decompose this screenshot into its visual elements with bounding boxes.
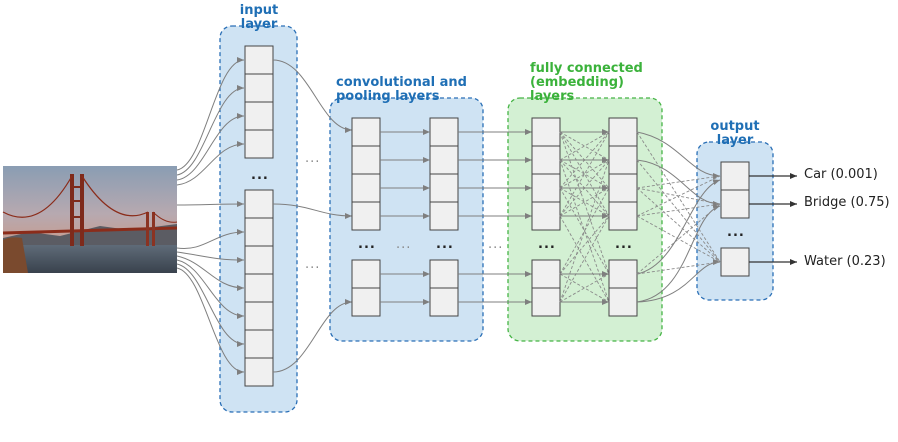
conv-layer-title-line1: convolutional and [336,75,467,90]
input-neurons [244,45,274,387]
fc-layer-title-line1: fully connected [530,61,643,76]
output-layer-title: output layer [706,120,764,148]
conv-to-fc-arrows [458,129,532,305]
fc-straight-arrows [560,129,609,305]
conv-to-pool-arrows [380,129,430,305]
input-ellipsis: ... [251,168,269,183]
gap-ellipsis-1: ... [305,151,321,166]
conv-layer-title-line2: pooling layers [336,89,440,104]
bridge-photo [2,166,178,273]
input-layer-title: input layer [236,4,282,32]
conv-ellipsis-1: ... [358,237,376,252]
fc-ellipsis-2: ... [615,237,633,252]
conv-ellipsis-2: ... [436,237,454,252]
fc-layer-title-line3: layers [530,89,575,104]
fc-layer-box [507,97,663,342]
output-label-bridge: Bridge (0.75) [804,195,890,210]
input-layer-title-line2: layer [240,17,278,32]
fc-to-output-dashed [636,131,721,275]
fc-ellipsis-1: ... [538,237,556,252]
fc-layer-title: fully connected (embedding) layers [530,62,650,104]
input-layer-title-line1: input [239,3,279,18]
output-layer-title-line1: output [710,119,760,134]
gap-ellipsis-4: ... [488,237,504,252]
conv-layer-title: convolutional and pooling layers [336,76,476,104]
output-ellipsis: ... [727,225,745,240]
gap-ellipsis-3: ... [396,237,412,252]
output-label-car: Car (0.001) [804,167,878,182]
output-neurons [720,161,750,277]
image-to-input-arrows [176,57,245,375]
output-layer-title-line2: layer [716,133,754,148]
fc-layer-title-line2: (embedding) [530,75,624,90]
fc-neurons [531,117,638,317]
gap-ellipsis-2: ... [305,257,321,272]
output-arrows [749,173,797,265]
input-to-conv-arrows [272,59,353,373]
output-label-water: Water (0.23) [804,254,886,269]
